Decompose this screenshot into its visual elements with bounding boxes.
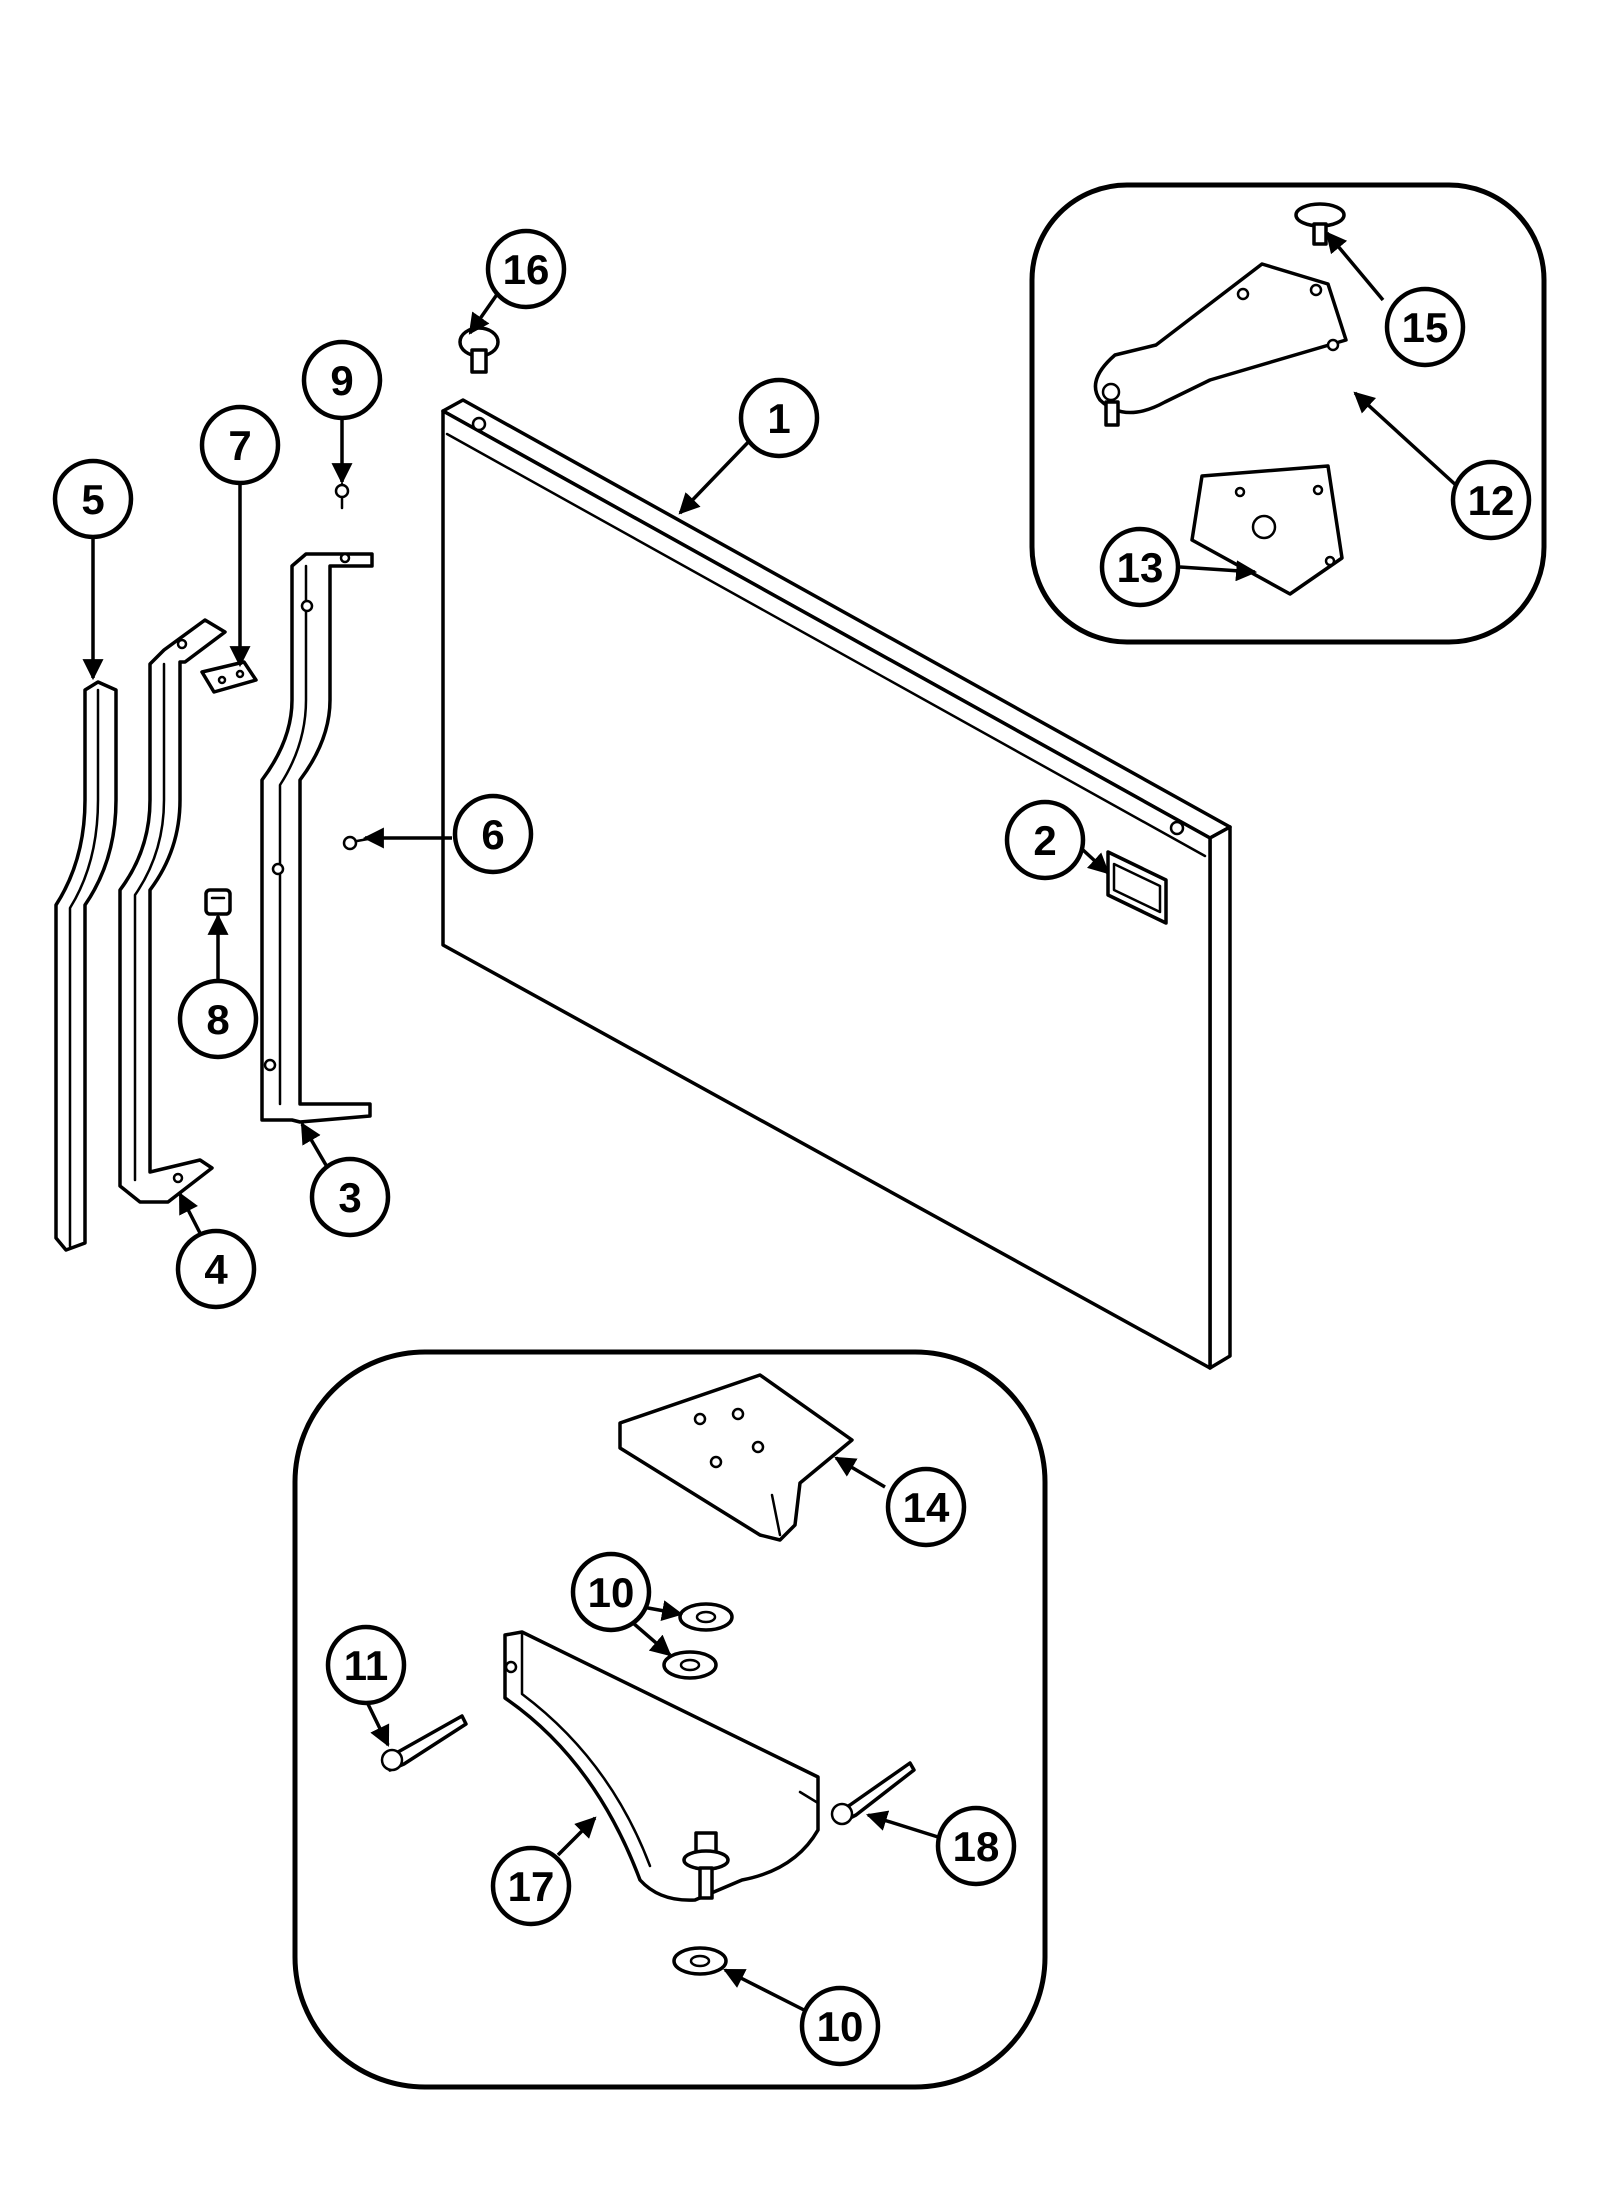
svg-text:17: 17 <box>508 1863 555 1910</box>
svg-text:14: 14 <box>903 1484 950 1531</box>
plug-8 <box>204 888 232 916</box>
callout-12: 12 <box>1450 459 1532 541</box>
callout-9: 9 <box>301 339 383 421</box>
svg-text:8: 8 <box>206 996 229 1043</box>
svg-text:13: 13 <box>1117 544 1164 591</box>
svg-text:11: 11 <box>344 1642 388 1689</box>
callout-10-upper: 10 <box>570 1551 652 1633</box>
callout-10-lower: 10 <box>799 1985 881 2067</box>
svg-text:10: 10 <box>817 2003 864 2050</box>
handle-4 <box>118 618 227 1204</box>
washer-10-lower <box>672 1946 728 1976</box>
callout-6: 6 <box>452 793 534 875</box>
svg-text:4: 4 <box>204 1246 228 1293</box>
svg-text:6: 6 <box>481 811 504 858</box>
callout-4: 4 <box>175 1228 257 1310</box>
screw-9 <box>334 482 350 510</box>
callout-18: 18 <box>935 1805 1017 1887</box>
callout-15: 15 <box>1384 286 1466 368</box>
svg-text:2: 2 <box>1033 817 1056 864</box>
top-hinge-12 <box>1093 262 1348 427</box>
door-badge <box>1106 850 1168 925</box>
hinge-pin-15 <box>1294 202 1346 246</box>
trim-strip-5 <box>54 680 118 1252</box>
callout-2: 2 <box>1004 799 1086 881</box>
svg-text:3: 3 <box>338 1174 361 1221</box>
svg-text:12: 12 <box>1468 477 1515 524</box>
svg-text:1: 1 <box>767 395 790 442</box>
svg-text:18: 18 <box>953 1823 1000 1870</box>
svg-text:16: 16 <box>503 246 550 293</box>
svg-text:10: 10 <box>588 1569 635 1616</box>
clip-7 <box>200 660 258 694</box>
bottom-hinge-bracket-17 <box>503 1630 820 1902</box>
screw-11 <box>380 1714 468 1772</box>
callout-8: 8 <box>177 978 259 1060</box>
handle-bracket-3 <box>260 552 374 1124</box>
svg-text:5: 5 <box>81 476 104 523</box>
callout-11: 11 <box>325 1624 407 1706</box>
screw-6 <box>342 835 370 851</box>
svg-text:9: 9 <box>330 357 353 404</box>
callout-17: 17 <box>490 1845 572 1927</box>
washer-10-upper-a <box>678 1602 734 1632</box>
plug-button-16 <box>458 326 500 374</box>
washer-10-upper-b <box>662 1650 718 1680</box>
svg-text:15: 15 <box>1402 304 1449 351</box>
callout-1: 1 <box>738 377 820 459</box>
callout-14: 14 <box>885 1466 967 1548</box>
callout-16: 16 <box>485 228 567 310</box>
callout-13: 13 <box>1099 526 1181 608</box>
hinge-shim-13 <box>1190 464 1344 596</box>
callout-3: 3 <box>309 1156 391 1238</box>
callout-7: 7 <box>199 404 281 486</box>
bottom-hinge-plate-14 <box>618 1373 854 1542</box>
callout-5: 5 <box>52 458 134 540</box>
svg-text:7: 7 <box>228 422 251 469</box>
door-panel <box>441 398 1232 1370</box>
screw-18 <box>830 1761 916 1826</box>
